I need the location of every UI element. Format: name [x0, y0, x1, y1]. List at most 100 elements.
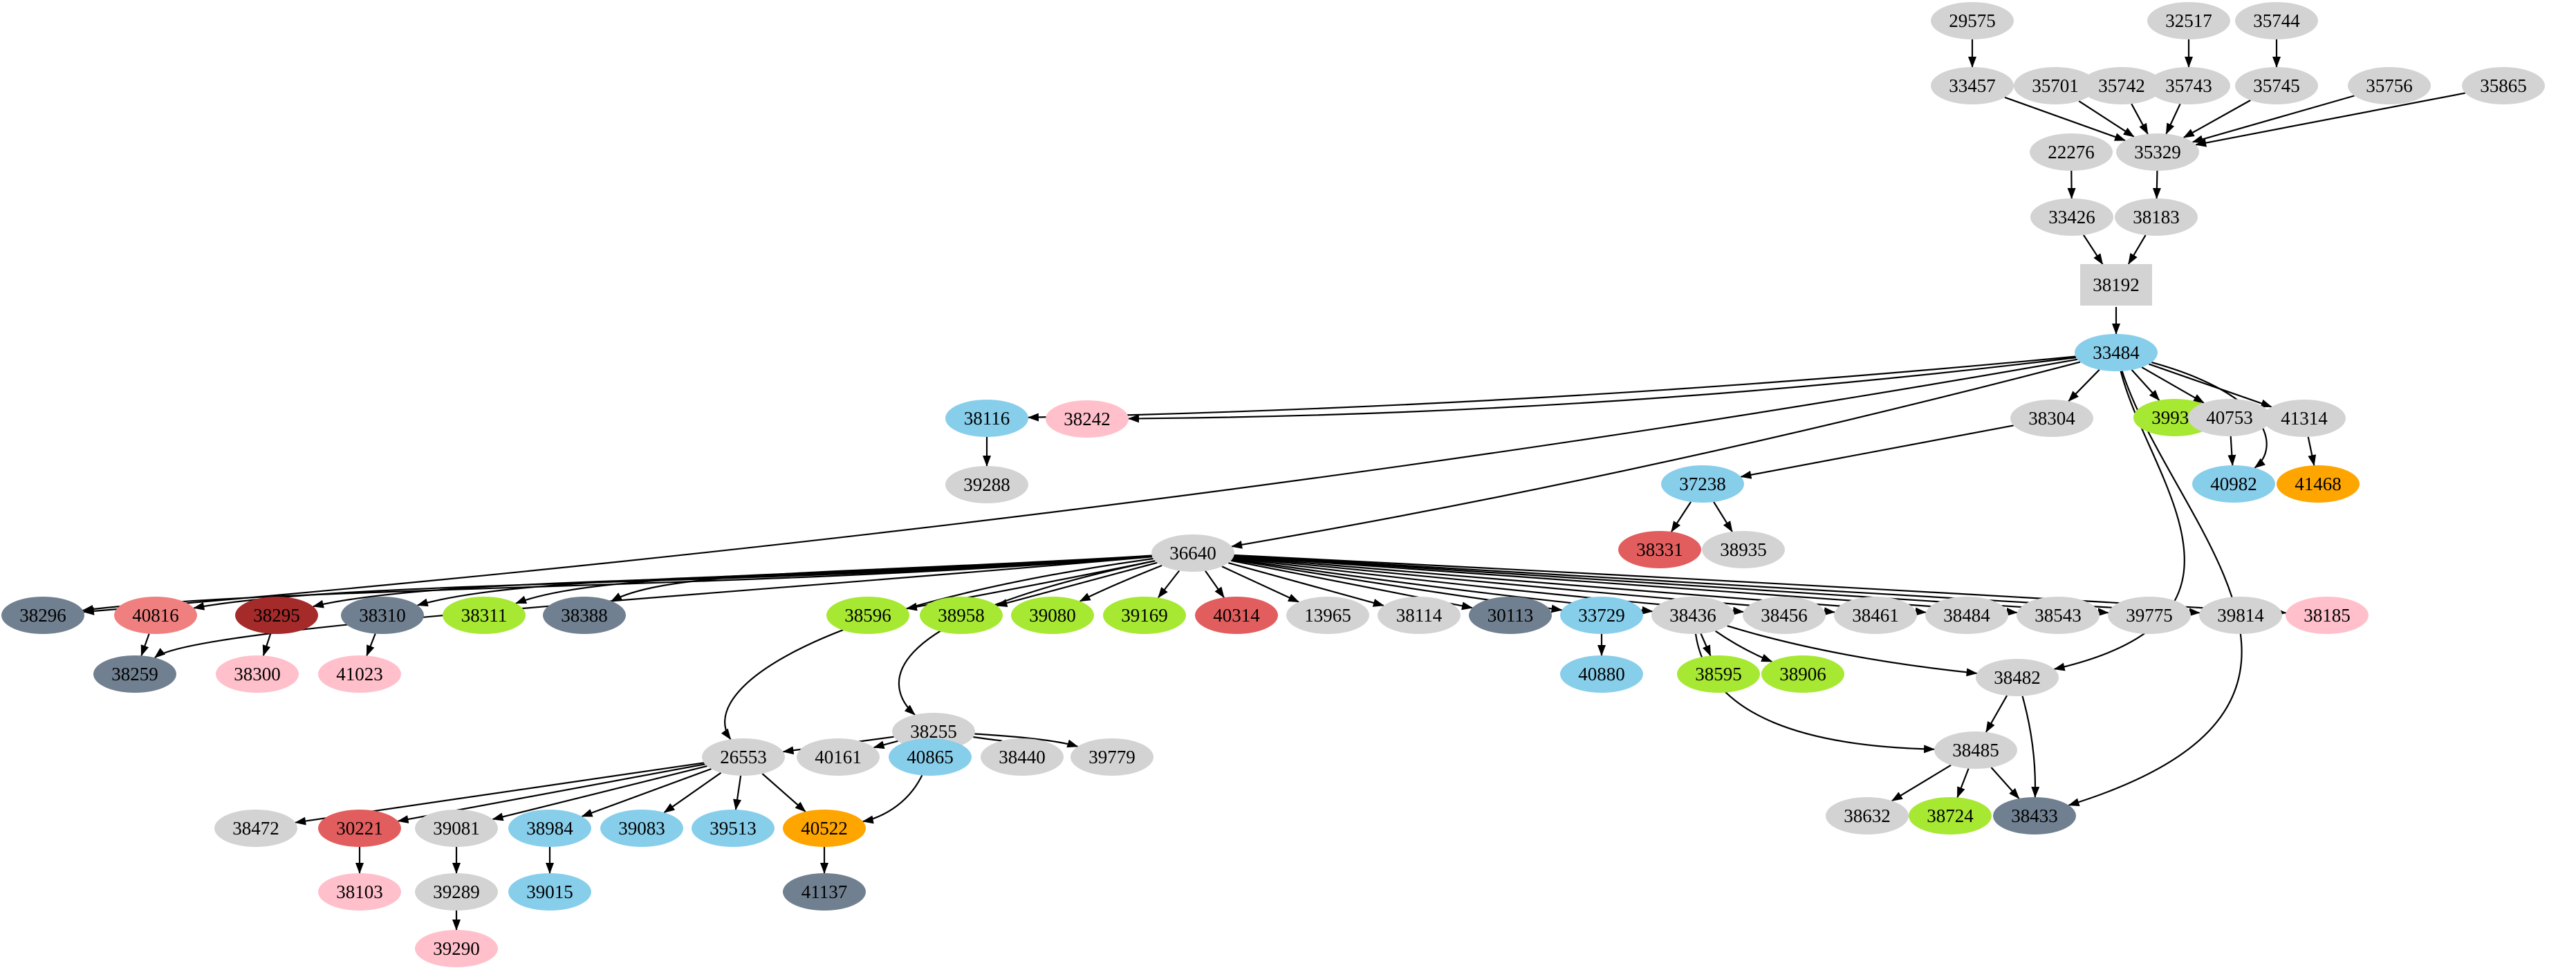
node-30113[interactable]: 30113: [1469, 597, 1552, 634]
node-38436[interactable]: 38436: [1651, 597, 1734, 634]
edge-38436-38595: [1700, 633, 1712, 657]
ellipse-node-shape: [318, 810, 401, 847]
node-22276[interactable]: 22276: [2030, 133, 2113, 171]
node-38114[interactable]: 38114: [1378, 597, 1461, 634]
node-38595[interactable]: 38595: [1677, 655, 1760, 693]
node-38183[interactable]: 38183: [2115, 198, 2198, 236]
node-38632[interactable]: 38632: [1826, 797, 1909, 834]
node-32517[interactable]: 32517: [2147, 2, 2230, 39]
node-40880[interactable]: 40880: [1560, 655, 1643, 693]
node-40816[interactable]: 40816: [114, 597, 197, 634]
node-38185[interactable]: 38185: [2286, 597, 2369, 634]
node-30221[interactable]: 30221: [318, 810, 401, 847]
node-38296[interactable]: 38296: [1, 597, 84, 634]
ellipse-node-shape: [2075, 334, 2158, 371]
node-38485[interactable]: 38485: [1934, 731, 2017, 769]
node-41314[interactable]: 41314: [2263, 400, 2346, 437]
ellipse-node-shape: [443, 597, 526, 634]
node-37238[interactable]: 37238: [1661, 465, 1744, 503]
node-35744[interactable]: 35744: [2235, 2, 2318, 39]
node-38484[interactable]: 38484: [1925, 597, 2008, 634]
ellipse-node-shape: [341, 597, 424, 634]
edge-38436-38906: [1714, 630, 1773, 663]
node-38724[interactable]: 38724: [1909, 797, 1992, 834]
node-38310[interactable]: 38310: [341, 597, 424, 634]
node-38259[interactable]: 38259: [93, 655, 176, 693]
node-38482[interactable]: 38482: [1976, 659, 2059, 696]
edge-36640-13965: [1221, 566, 1300, 603]
ellipse-node-shape: [2030, 133, 2113, 171]
node-33457[interactable]: 33457: [1931, 67, 2014, 104]
node-38103[interactable]: 38103: [318, 873, 401, 911]
node-39169[interactable]: 39169: [1103, 597, 1186, 634]
node-33484[interactable]: 33484: [2075, 334, 2158, 371]
node-38388[interactable]: 38388: [543, 597, 626, 634]
node-40522[interactable]: 40522: [783, 810, 866, 847]
node-41023[interactable]: 41023: [318, 655, 401, 693]
node-38906[interactable]: 38906: [1761, 655, 1844, 693]
node-38472[interactable]: 38472: [214, 810, 297, 847]
ellipse-node-shape: [2017, 597, 2100, 634]
ellipse-node-shape: [2108, 597, 2191, 634]
edge-33484-38296: [83, 358, 2078, 615]
node-38295[interactable]: 38295: [235, 597, 318, 634]
node-38192[interactable]: 38192: [2080, 264, 2152, 306]
ellipse-node-shape: [1931, 2, 2014, 39]
node-39513[interactable]: 39513: [692, 810, 775, 847]
edge-35701-35329: [2078, 100, 2135, 138]
node-38311[interactable]: 38311: [443, 597, 526, 634]
node-35743[interactable]: 35743: [2147, 67, 2230, 104]
node-40865[interactable]: 40865: [889, 738, 972, 776]
node-40982[interactable]: 40982: [2192, 465, 2275, 503]
edge-38436-38482: [1727, 625, 1978, 677]
node-39080[interactable]: 39080: [1011, 597, 1094, 634]
node-38461[interactable]: 38461: [1834, 597, 1917, 634]
node-40161[interactable]: 40161: [797, 738, 880, 776]
node-26553[interactable]: 26553: [702, 738, 785, 776]
node-38304[interactable]: 38304: [2010, 400, 2093, 437]
node-38331[interactable]: 38331: [1618, 531, 1701, 568]
node-36640[interactable]: 36640: [1151, 534, 1234, 572]
node-38300[interactable]: 38300: [216, 655, 299, 693]
edge-35745-35329: [2183, 100, 2251, 138]
ellipse-node-shape: [508, 810, 591, 847]
node-39814[interactable]: 39814: [2199, 597, 2282, 634]
node-41468[interactable]: 41468: [2277, 465, 2360, 503]
node-40314[interactable]: 40314: [1195, 597, 1278, 634]
node-39289[interactable]: 39289: [415, 873, 498, 911]
node-33426[interactable]: 33426: [2030, 198, 2113, 236]
ellipse-node-shape: [216, 655, 299, 693]
node-39288[interactable]: 39288: [945, 466, 1028, 503]
node-38958[interactable]: 38958: [920, 597, 1003, 634]
node-41137[interactable]: 41137: [783, 873, 866, 911]
node-39083[interactable]: 39083: [600, 810, 683, 847]
ellipse-node-shape: [2199, 597, 2282, 634]
node-39775[interactable]: 39775: [2108, 597, 2191, 634]
node-40753[interactable]: 40753: [2188, 399, 2271, 436]
node-29575[interactable]: 29575: [1931, 2, 2014, 39]
node-38242[interactable]: 38242: [1046, 400, 1129, 438]
ellipse-node-shape: [1618, 531, 1701, 568]
node-35756[interactable]: 35756: [2348, 67, 2431, 104]
node-38116[interactable]: 38116: [945, 400, 1028, 437]
node-35865[interactable]: 35865: [2462, 67, 2545, 104]
edge-37238-38935: [1713, 501, 1733, 532]
node-38984[interactable]: 38984: [508, 810, 591, 847]
ellipse-node-shape: [1677, 655, 1760, 693]
node-38433[interactable]: 38433: [1993, 797, 2076, 834]
node-39779[interactable]: 39779: [1071, 738, 1153, 776]
node-13965[interactable]: 13965: [1286, 597, 1369, 634]
node-38543[interactable]: 38543: [2017, 597, 2100, 634]
node-35329[interactable]: 35329: [2116, 133, 2199, 171]
node-38456[interactable]: 38456: [1743, 597, 1826, 634]
node-38596[interactable]: 38596: [826, 597, 909, 634]
node-38440[interactable]: 38440: [981, 738, 1064, 776]
edge-33457-35329: [2004, 96, 2126, 142]
node-38935[interactable]: 38935: [1702, 531, 1785, 568]
node-39015[interactable]: 39015: [508, 873, 591, 911]
node-39290[interactable]: 39290: [415, 930, 498, 967]
node-35745[interactable]: 35745: [2235, 67, 2318, 104]
node-33729[interactable]: 33729: [1560, 597, 1643, 634]
ellipse-node-shape: [1286, 597, 1369, 634]
node-39081[interactable]: 39081: [415, 810, 498, 847]
